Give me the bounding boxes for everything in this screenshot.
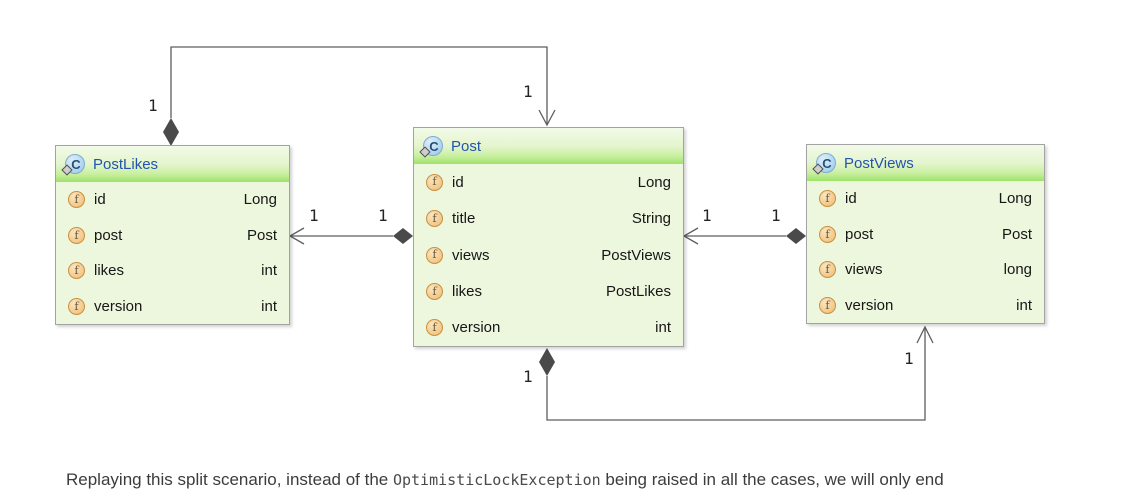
field-type: int [261,262,277,280]
field-name: views [845,261,883,279]
composition-diamond [786,228,806,244]
field-type: Long [998,190,1032,208]
multiplicity-label: 1 [309,206,319,225]
field-icon: f [426,210,443,228]
field-name: likes [94,262,125,280]
entity-body: f id Long f post Post f likes int f vers… [56,182,289,324]
multiplicity-label: 1 [904,349,914,368]
edge-post-postlikes-middle[interactable] [288,227,413,245]
entity-header[interactable]: C PostViews [807,145,1044,181]
field-type: PostLikes [605,282,671,300]
entity-postlikes[interactable]: C PostLikes f id Long f post Post f like… [55,145,290,325]
multiplicity-label: 1 [702,206,712,225]
field-name: views [452,246,490,264]
field-name: post [845,225,874,243]
field-row[interactable]: f post Post [807,217,1044,253]
field-icon: f [68,262,85,280]
footer-text-fragment: being raised in all the cases, we will o… [600,470,944,489]
field-row[interactable]: f likes int [56,253,289,289]
field-icon: f [426,173,443,191]
field-type: Post [246,226,277,244]
class-icon: C [812,153,836,175]
entity-header[interactable]: C PostLikes [56,146,289,182]
field-type: int [655,319,671,337]
entity-header[interactable]: C Post [414,128,683,164]
field-type: long [1003,261,1032,279]
field-icon: f [819,190,836,208]
field-row[interactable]: f views PostViews [414,237,683,273]
field-type: Post [1001,225,1032,243]
multiplicity-label: 1 [771,206,781,225]
class-icon: C [61,154,85,176]
entity-postviews[interactable]: C PostViews f id Long f post Post f view… [806,144,1045,324]
field-icon: f [68,226,85,244]
field-row[interactable]: f id Long [807,181,1044,217]
multiplicity-label: 1 [378,206,388,225]
field-row[interactable]: f id Long [56,182,289,218]
field-row[interactable]: f version int [414,310,683,346]
field-row[interactable]: f views long [807,252,1044,288]
field-name: id [452,173,464,191]
class-icon: C [419,136,443,158]
field-type: int [261,297,277,315]
open-arrowhead [682,227,699,245]
field-icon: f [426,319,443,337]
open-arrowhead [916,325,934,344]
field-type: Long [243,191,277,209]
entity-body: f id Long f title String f views PostVie… [414,164,683,346]
field-row[interactable]: f id Long [414,164,683,200]
entity-title: Post [451,137,482,155]
entity-post[interactable]: C Post f id Long f title String f views [413,127,684,347]
field-icon: f [819,225,836,243]
composition-diamond [393,228,413,244]
field-type: String [631,210,671,228]
field-icon: f [819,296,836,314]
field-row[interactable]: f likes PostLikes [414,273,683,309]
field-name: version [845,296,894,314]
composition-diamond [163,118,179,146]
field-icon: f [68,297,85,315]
field-name: post [94,226,123,244]
field-row[interactable]: f version int [807,288,1044,324]
open-arrowhead [538,109,556,127]
field-row[interactable]: f version int [56,289,289,325]
multiplicity-label: 1 [523,367,533,386]
entity-body: f id Long f post Post f views long f ver… [807,181,1044,323]
composition-diamond [539,348,555,376]
field-type: Long [637,173,671,191]
edge-postviews-post-middle[interactable] [682,227,806,245]
field-icon: f [426,282,443,300]
field-type: PostViews [601,246,671,264]
field-type: int [1016,296,1032,314]
field-row[interactable]: f post Post [56,218,289,254]
field-name: version [452,319,501,337]
edge-postlikes-post-top[interactable] [163,46,556,146]
field-icon: f [819,261,836,279]
field-name: version [94,297,143,315]
field-icon: f [68,191,85,209]
field-name: likes [452,282,483,300]
field-row[interactable]: f title String [414,200,683,236]
entity-title: PostViews [844,154,914,172]
footer-text-fragment: Replaying this split scenario, instead o… [66,470,393,489]
field-name: title [452,210,476,228]
multiplicity-label: 1 [148,96,158,115]
entity-title: PostLikes [93,155,159,173]
footer-paragraph: Replaying this split scenario, instead o… [66,470,1126,490]
footer-code-token: OptimisticLockException [392,471,601,489]
class-icon-letter: C [822,155,832,171]
multiplicity-label: 1 [523,82,533,101]
field-name: id [94,191,106,209]
field-icon: f [426,246,443,264]
class-icon-letter: C [429,138,439,154]
open-arrowhead [288,227,305,245]
edge-post-postviews-bottom[interactable] [539,325,934,421]
field-name: id [845,190,857,208]
class-icon-letter: C [71,156,81,172]
